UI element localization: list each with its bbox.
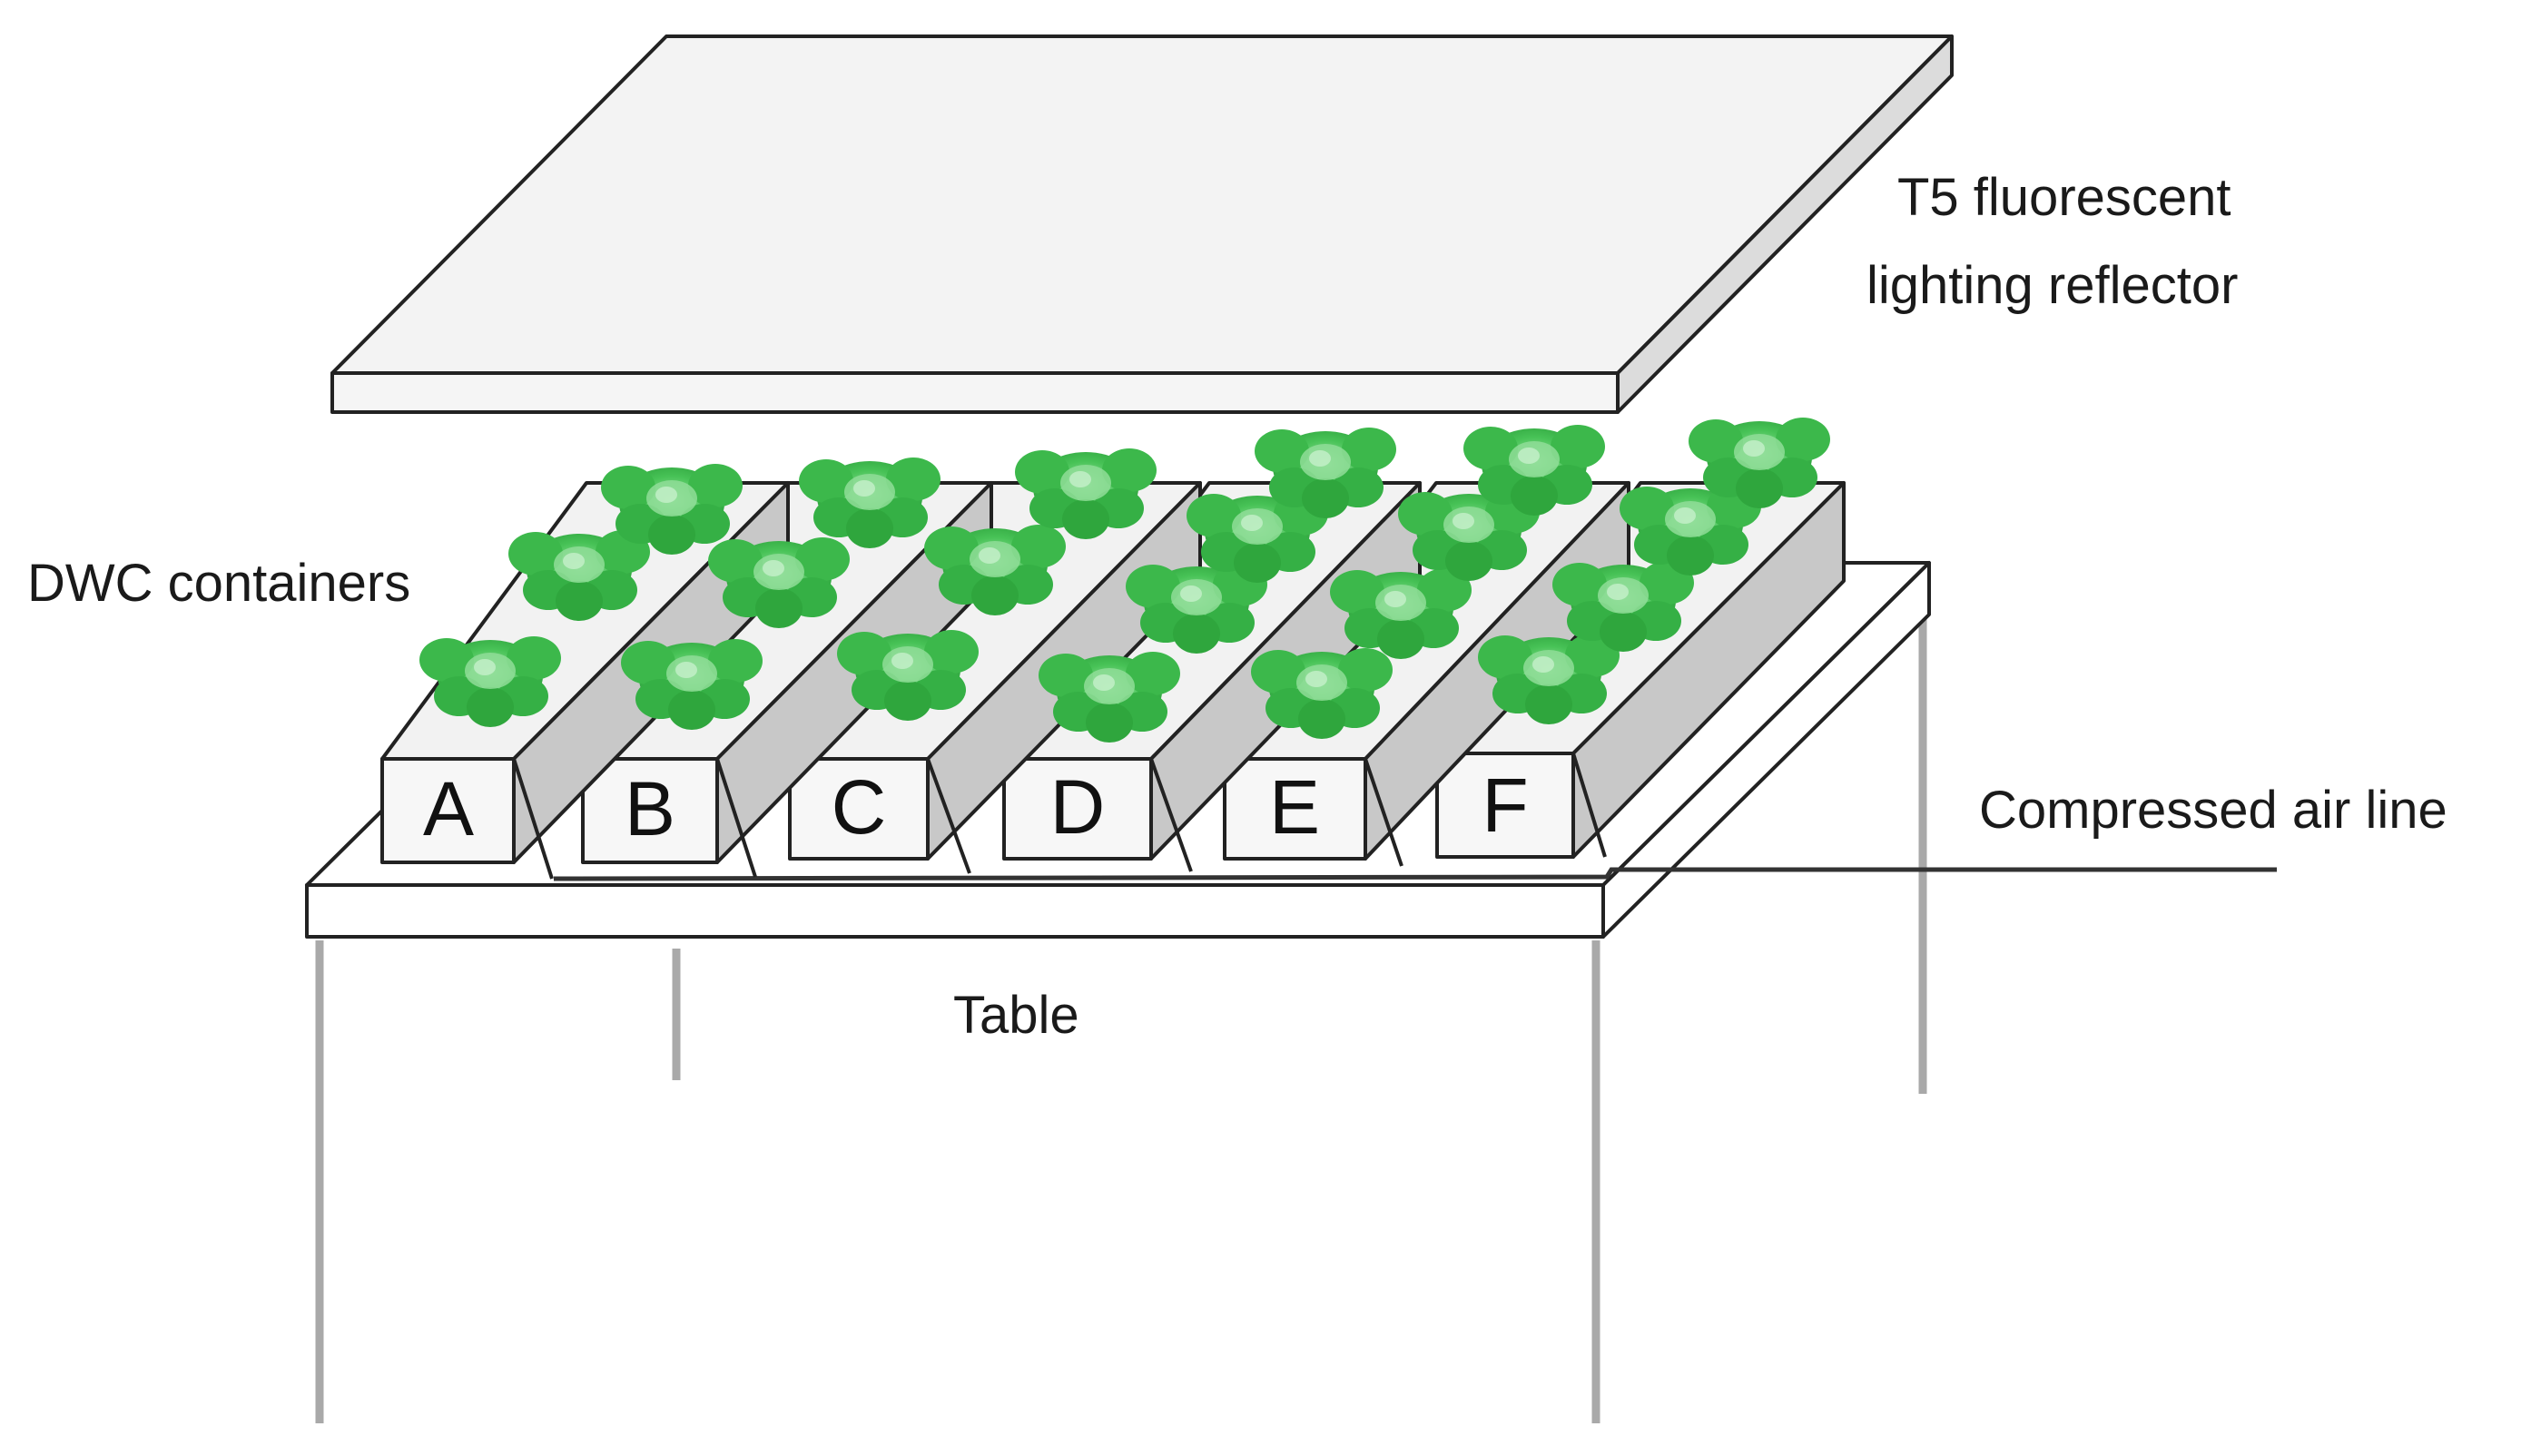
- lighting-reflector: [330, 34, 1954, 414]
- container-f-front: [1435, 752, 1575, 859]
- air-line-label: Compressed air line: [1979, 781, 2447, 840]
- table-front-face: [305, 883, 1605, 939]
- container-c-letter: C: [832, 764, 887, 850]
- reflector-side-face: [1616, 34, 1954, 414]
- container-b-letter: B: [625, 766, 675, 851]
- container-b-front: [581, 757, 719, 864]
- reflector-label-line2: lighting reflector: [1866, 256, 2238, 315]
- containers-label: DWC containers: [27, 554, 410, 613]
- container-f-letter: F: [1482, 762, 1528, 848]
- container-d-front: [1002, 757, 1153, 861]
- container-e-front: [1223, 757, 1367, 861]
- container-c-front: [788, 757, 930, 861]
- container-a-front: [380, 757, 516, 864]
- table-label: Table: [953, 986, 1079, 1045]
- container-e-letter: E: [1269, 764, 1320, 850]
- compressed-air-line: [553, 867, 2277, 881]
- container-a-letter: A: [423, 766, 474, 851]
- container-d-letter: D: [1050, 764, 1106, 850]
- reflector-label-line1: T5 fluorescent: [1897, 168, 2231, 227]
- table-side-face: [1601, 561, 1931, 939]
- reflector-front-face: [330, 371, 1620, 414]
